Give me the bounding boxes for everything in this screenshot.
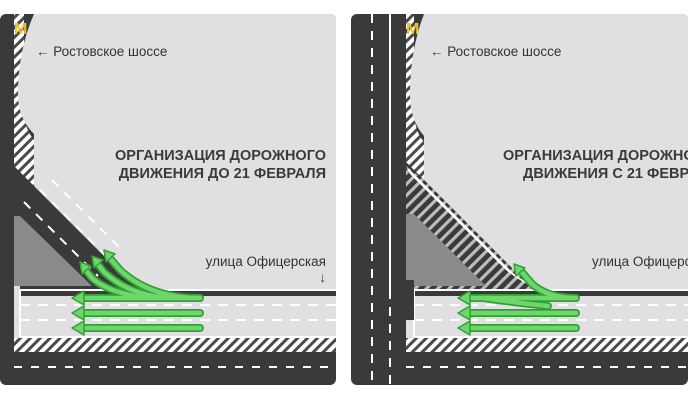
park-area bbox=[424, 14, 688, 290]
traffic-island bbox=[14, 216, 92, 286]
panel-after: M ← Ростовское шоссе ОРГАНИЗАЦИЯ ДОРОЖНО… bbox=[351, 14, 688, 385]
road-label: ← Ростовское шоссе bbox=[430, 44, 561, 59]
street-arrow: ↓ bbox=[319, 270, 326, 285]
panel-title-line2: ДВИЖЕНИЯ ДО 21 ФЕВРАЛЯ bbox=[119, 166, 326, 182]
curb-hatch bbox=[406, 14, 424, 180]
panel-title-line2: ДВИЖЕНИЯ С 21 ФЕВРАЛЯ bbox=[523, 166, 688, 182]
traffic-flow-arrows bbox=[71, 249, 204, 336]
curb-hatch-bottom bbox=[406, 338, 688, 352]
logo-mark: M bbox=[14, 21, 27, 38]
street-label: улица Офицерская bbox=[206, 254, 326, 269]
lane-markings bbox=[14, 289, 336, 368]
park-area bbox=[34, 14, 336, 290]
curb-hatch-bottom bbox=[14, 338, 336, 352]
road-label: ← Ростовское шоссе bbox=[36, 44, 167, 59]
vertical-road-lanes bbox=[371, 14, 391, 385]
lane-markings bbox=[406, 289, 688, 368]
traffic-flow-arrows bbox=[457, 263, 580, 336]
street-label: улица Офицерская bbox=[592, 254, 688, 269]
panel-before: M ← Ростовское шоссе ОРГАНИЗАЦИЯ ДОРОЖНО… bbox=[0, 14, 336, 385]
traffic-island bbox=[406, 214, 486, 286]
logo-mark: M bbox=[406, 21, 419, 38]
panel-title-line1: ОРГАНИЗАЦИЯ ДОРОЖНОГО bbox=[115, 148, 326, 164]
panel-title-line1: ОРГАНИЗАЦИЯ ДОРОЖНОГО bbox=[503, 148, 688, 164]
